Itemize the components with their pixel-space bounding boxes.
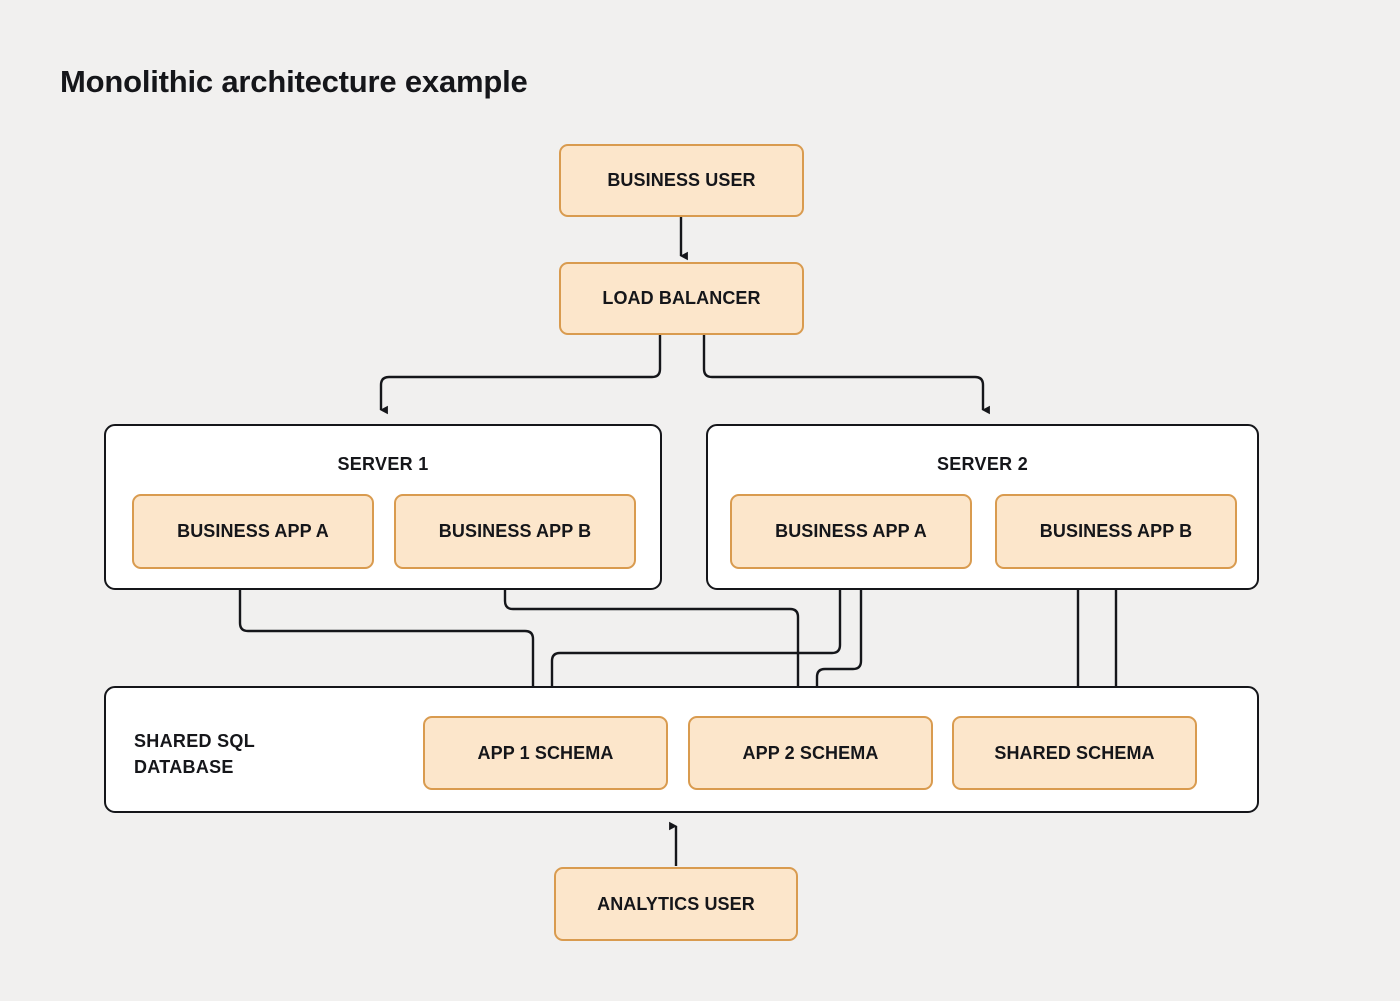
container-server-1-label: SERVER 1 <box>337 454 429 474</box>
edge-s2appa-to-app2schema <box>815 569 863 709</box>
node-server1-business-app-b-label: BUSINESS APP B <box>438 521 592 541</box>
edge-s1appa-to-app1schema <box>238 569 540 709</box>
node-analytics-user[interactable]: ANALYTICS USER <box>554 867 798 941</box>
node-server1-business-app-a[interactable]: BUSINESS APP A <box>132 494 374 569</box>
node-server2-business-app-b-label: BUSINESS APP B <box>1039 521 1193 541</box>
container-server-2-label: SERVER 2 <box>936 454 1029 474</box>
container-shared-sql-database-label: SHARED SQL DATABASE <box>134 731 256 778</box>
node-server1-business-app-b[interactable]: BUSINESS APP B <box>394 494 636 569</box>
node-app-2-schema-label: APP 2 SCHEMA <box>742 742 879 763</box>
container-shared-sql-database[interactable]: SHARED SQL DATABASE APP 1 SCHEMA APP 2 S… <box>104 686 1259 813</box>
node-shared-schema-label: SHARED SCHEMA <box>994 742 1155 763</box>
node-server2-business-app-a[interactable]: BUSINESS APP A <box>730 494 972 569</box>
node-server2-business-app-b[interactable]: BUSINESS APP B <box>995 494 1237 569</box>
node-app-2-schema[interactable]: APP 2 SCHEMA <box>688 716 933 790</box>
edge-s2appa-to-app1schema <box>550 569 842 709</box>
node-business-user-label: BUSINESS USER <box>607 170 756 190</box>
edge-lb-to-server2 <box>702 334 990 415</box>
node-analytics-user-label: ANALYTICS USER <box>597 893 755 914</box>
edge-lb-to-server1 <box>379 334 662 415</box>
node-app-1-schema[interactable]: APP 1 SCHEMA <box>423 716 668 790</box>
edge-s1appb-to-app2schema <box>503 569 805 709</box>
page-title: Monolithic architecture example <box>60 64 528 99</box>
container-server-1[interactable]: SERVER 1 BUSINESS APP A BUSINESS APP B <box>104 424 662 590</box>
node-shared-schema[interactable]: SHARED SCHEMA <box>952 716 1197 790</box>
container-server-2[interactable]: SERVER 2 BUSINESS APP A BUSINESS APP B <box>706 424 1259 590</box>
node-app-1-schema-label: APP 1 SCHEMA <box>477 742 614 763</box>
node-load-balancer-label: LOAD BALANCER <box>602 288 761 308</box>
node-server2-business-app-a-label: BUSINESS APP A <box>775 521 927 541</box>
node-server1-business-app-a-label: BUSINESS APP A <box>177 521 329 541</box>
node-load-balancer[interactable]: LOAD BALANCER <box>559 262 804 335</box>
node-business-user[interactable]: BUSINESS USER <box>559 144 804 217</box>
